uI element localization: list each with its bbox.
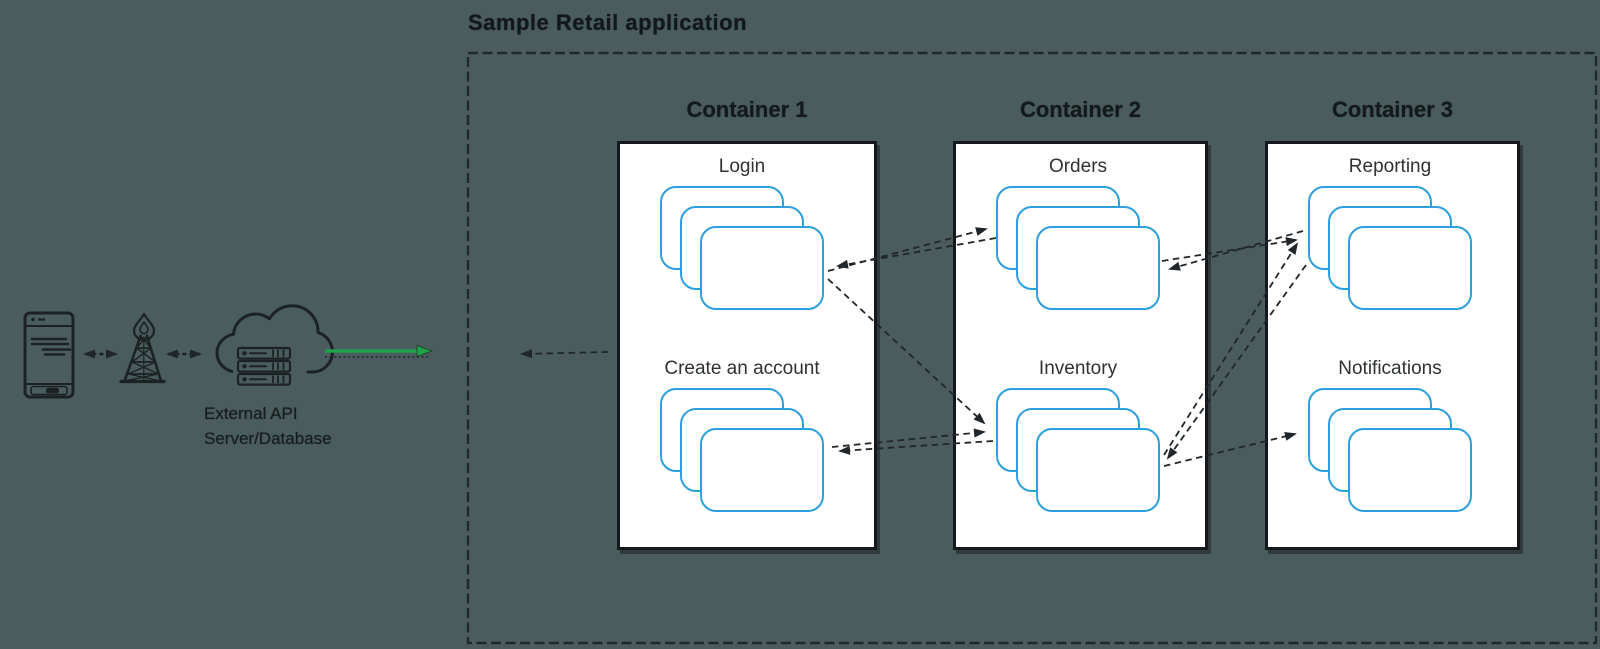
service-login: Login	[660, 156, 824, 310]
service-orders-label: Orders	[1048, 156, 1108, 177]
connector-app-to-external	[520, 349, 609, 359]
service-orders: Orders	[996, 156, 1160, 310]
service-notifications-label: Notifications	[1338, 358, 1442, 379]
external-system-label-line2: Server/Database	[204, 429, 332, 448]
diagram-title: Sample Retail application	[468, 10, 748, 35]
instance-card	[700, 226, 824, 310]
service-notifications: Notifications	[1308, 358, 1472, 512]
service-create-account-label: Create an account	[664, 358, 820, 379]
instance-card	[1036, 226, 1160, 310]
inventory-instance-stack	[996, 388, 1160, 512]
service-reporting-label: Reporting	[1348, 156, 1432, 177]
create-account-instance-stack	[660, 388, 824, 512]
instance-card	[1036, 428, 1160, 512]
instance-card	[700, 428, 824, 512]
instance-card	[1348, 226, 1472, 310]
service-create-account: Create an account	[660, 358, 824, 512]
container-3-box: Reporting Notifications	[1265, 141, 1520, 550]
service-reporting: Reporting	[1308, 156, 1472, 310]
radio-tower-icon	[119, 312, 166, 384]
login-instance-stack	[660, 186, 824, 310]
external-system-label: External API Server/Database	[204, 401, 332, 451]
container-1-title: Container 1	[686, 97, 808, 122]
reporting-instance-stack	[1308, 186, 1472, 310]
mobile-phone-icon	[23, 311, 75, 399]
external-system-label-line1: External API	[204, 404, 298, 423]
notifications-instance-stack	[1308, 388, 1472, 512]
container-3-title: Container 3	[1331, 97, 1454, 122]
service-inventory-label: Inventory	[1038, 358, 1118, 379]
service-inventory: Inventory	[996, 358, 1160, 512]
container-1-box: Login Create an account	[617, 141, 877, 550]
cloud-server-icon	[215, 304, 334, 387]
container-2-box: Orders Inventory	[953, 141, 1208, 550]
orders-instance-stack	[996, 186, 1160, 310]
service-login-label: Login	[718, 156, 766, 177]
instance-card	[1348, 428, 1472, 512]
container-2-title: Container 2	[1019, 97, 1142, 122]
